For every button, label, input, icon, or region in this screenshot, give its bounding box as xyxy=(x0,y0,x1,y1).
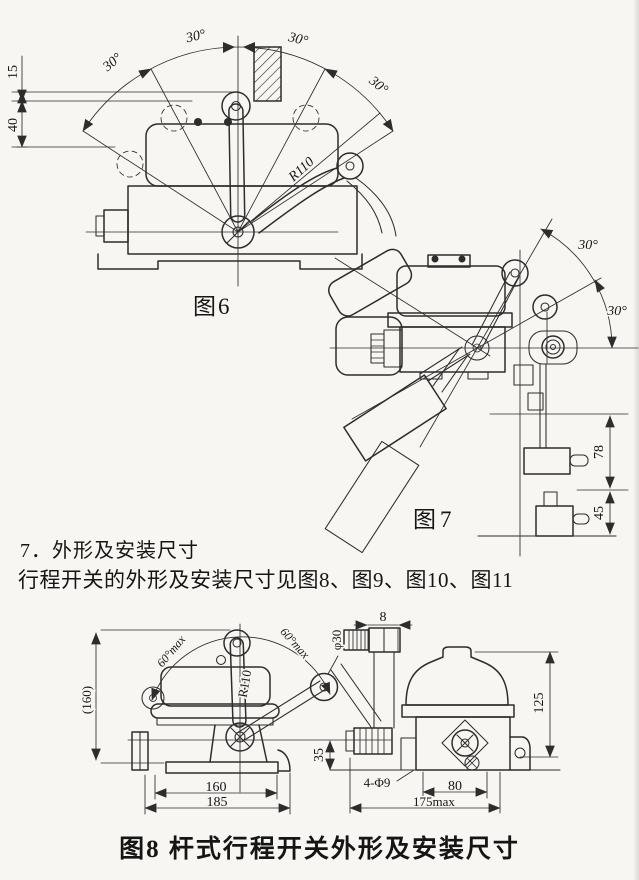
figure7-drawing: 30° 30° 78 45 xyxy=(324,218,639,557)
fig8-side-dimensions xyxy=(349,651,559,814)
fig8-dim-80-label: 80 xyxy=(448,779,462,794)
fig6-left-dimension xyxy=(11,55,237,148)
fig6-angle-label-4: 30° xyxy=(365,73,391,98)
fig7-switch-body xyxy=(387,254,544,411)
fig6-roller-ghost-positions xyxy=(116,104,320,178)
fig7-lever-up-position xyxy=(328,248,413,317)
fig8-front-view xyxy=(127,623,393,793)
fig7-roller-arm xyxy=(464,259,578,365)
fig8-dim-35-label: 35 xyxy=(312,748,327,762)
section-body-text: 行程开关的外形及安装尺寸见图8、图9、图10、图11 xyxy=(18,568,514,592)
fig7-lever-down-positions xyxy=(324,346,471,554)
fig7-dim-45-label: 45 xyxy=(592,506,607,520)
fig7-angle-arc xyxy=(540,228,617,349)
fig6-dim-40-label: 40 xyxy=(6,118,21,132)
fig8-radius-label: R110 xyxy=(235,669,255,699)
fig8-dim-160ref-label: (160) xyxy=(79,686,94,714)
figure6-caption: 图6 xyxy=(193,294,232,319)
fig7-right-dimension xyxy=(489,413,629,535)
figure8-caption: 图8 杆式行程开关外形及安装尺寸 xyxy=(119,836,520,863)
fig6-dim-15-label: 15 xyxy=(6,65,21,79)
fig7-terminal-box xyxy=(335,316,403,376)
fig6-radius-label: R110 xyxy=(285,155,317,186)
fig6-radial-lines xyxy=(82,68,394,233)
fig8-dim-8-label: 8 xyxy=(380,610,387,625)
fig8-dim-175-label: 175max xyxy=(413,794,455,809)
fig7-angle-upper-label: 30° xyxy=(577,238,598,253)
fig7-dim-78-label: 78 xyxy=(592,445,607,459)
fig6-lever xyxy=(221,91,251,223)
fig6-travel-arc xyxy=(82,42,394,132)
figure8-drawing: (160) 60°max 60°max R110 φ30 8 35 125 16… xyxy=(77,609,561,815)
fig7-reference-lines xyxy=(329,218,639,557)
fig6-angle-label-1: 30° xyxy=(100,50,126,75)
fig8-dim-160-label: 160 xyxy=(206,780,227,795)
fig8-front-dimensions xyxy=(91,629,339,815)
fig6-angle-label-3: 30° xyxy=(286,30,310,49)
fig8-dim-185-label: 185 xyxy=(207,795,228,810)
fig7-angle-lower-label: 30° xyxy=(606,304,627,319)
figure6-drawing: 15 40 30° 30° 30° 30° R110 xyxy=(5,26,397,287)
fig6-dog-block xyxy=(253,46,282,102)
fig8-side-view xyxy=(329,620,561,771)
fig7-lower-units xyxy=(477,363,617,537)
figure7-caption: 图7 xyxy=(413,507,456,532)
fig8-holes-label: 4-Φ9 xyxy=(364,775,391,790)
fig8-dim-125-label: 125 xyxy=(532,693,547,714)
fig8-roller-diameter-label: φ30 xyxy=(329,630,344,651)
fig6-angle-label-2: 30° xyxy=(184,27,208,46)
fig8-angle-left-label: 60°max xyxy=(154,632,189,670)
fig8-angle-right-label: 60°max xyxy=(277,625,312,662)
section-heading: 7．外形及安装尺寸 xyxy=(20,540,199,562)
